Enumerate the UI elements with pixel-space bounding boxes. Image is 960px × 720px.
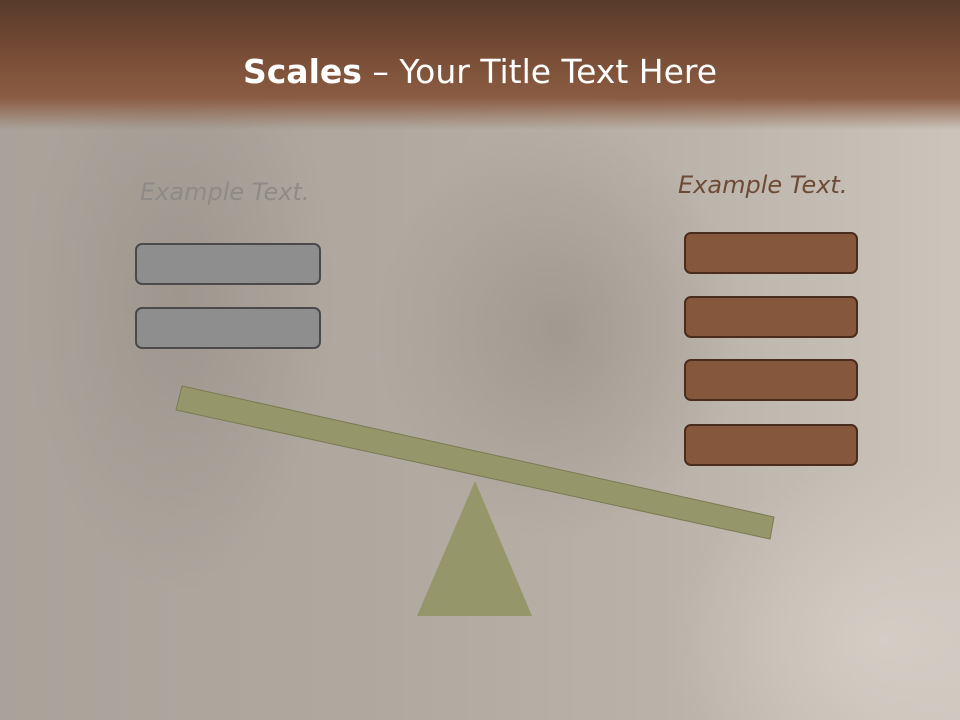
left-box-2 [135, 307, 321, 349]
slide-title: Scales – Your Title Text Here [0, 52, 960, 91]
right-box-2 [684, 296, 858, 338]
title-bold: Scales [242, 52, 362, 91]
title-bar [0, 0, 960, 130]
right-box-3 [684, 359, 858, 401]
title-rest: – Your Title Text Here [361, 52, 718, 91]
scale-beam [175, 385, 775, 540]
right-label: Example Text. [678, 171, 848, 199]
fulcrum-triangle-icon [417, 481, 532, 616]
left-box-1 [135, 243, 321, 285]
right-box-4 [684, 424, 858, 466]
left-label: Example Text. [140, 178, 310, 206]
right-box-1 [684, 232, 858, 274]
